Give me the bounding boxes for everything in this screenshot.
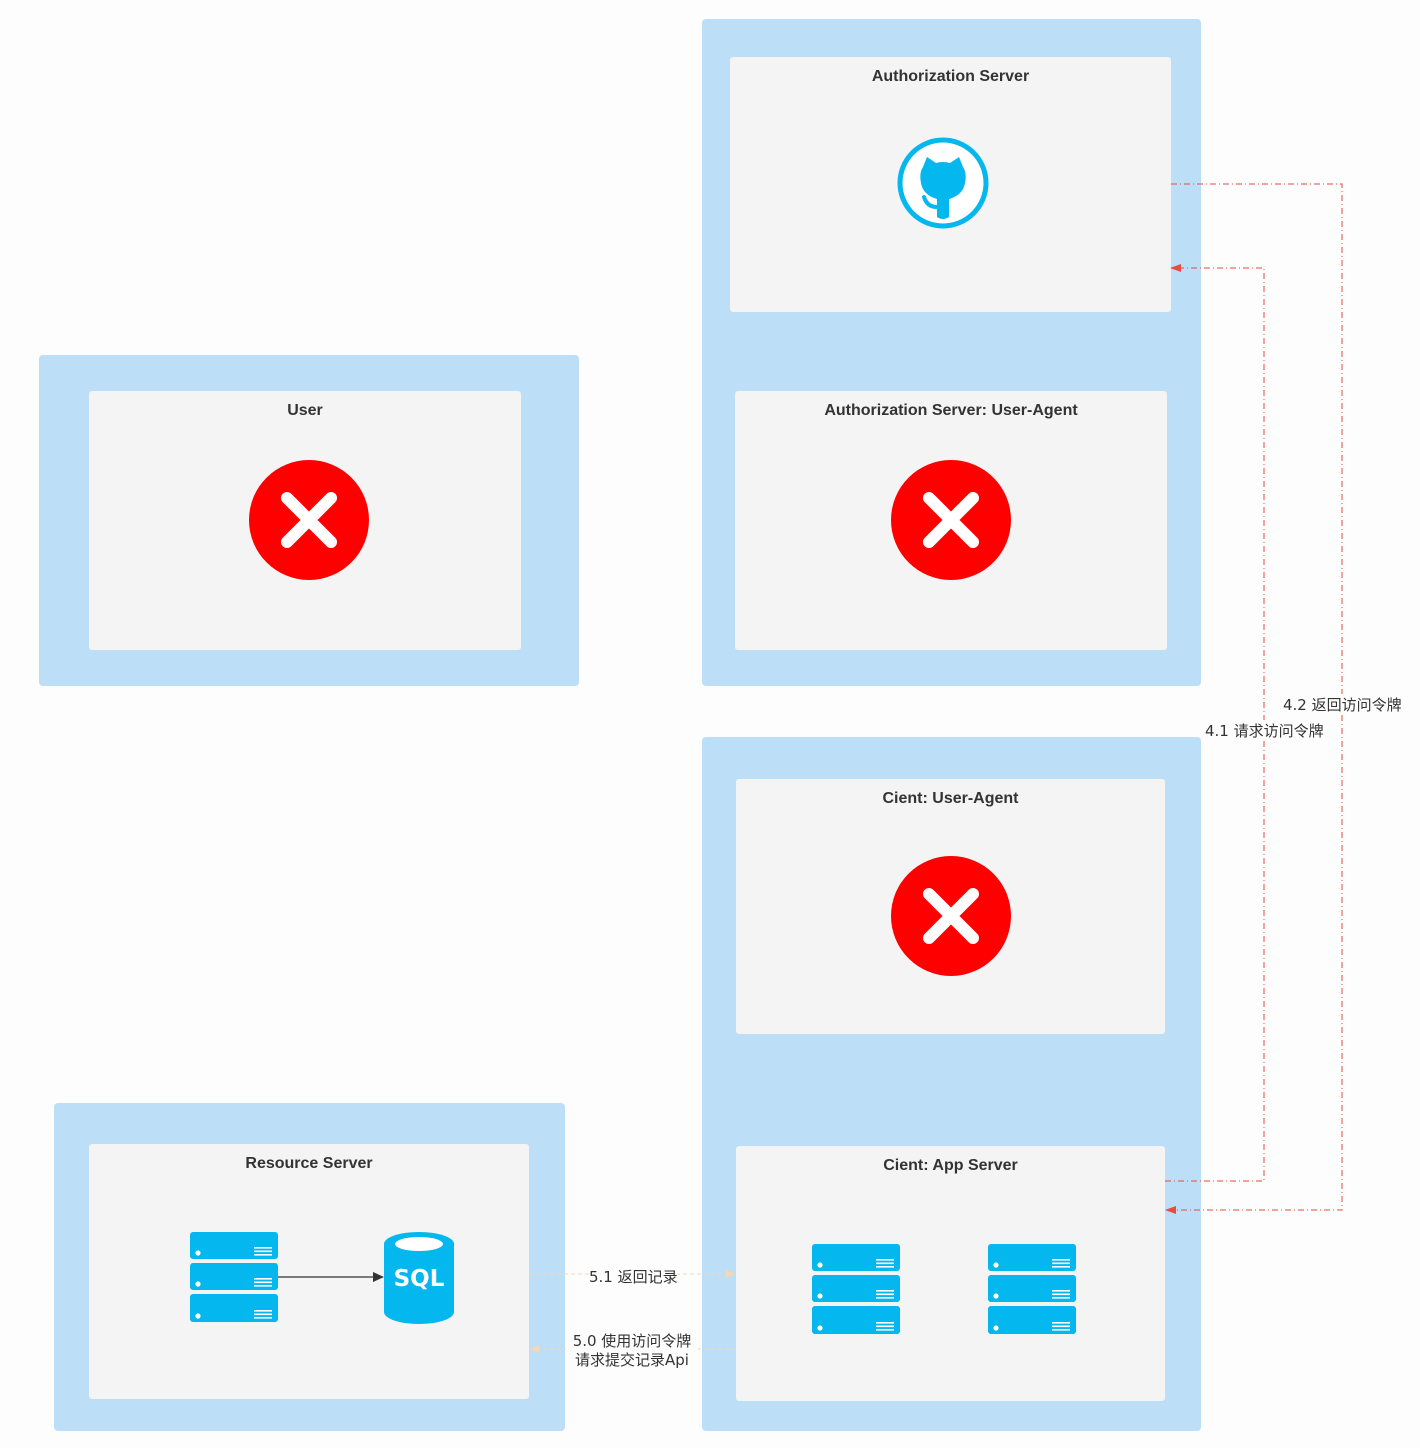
sql-database-icon: SQL (384, 1232, 454, 1324)
edge-5-0-arrowhead (529, 1345, 539, 1353)
authorization-user-agent-panel: Authorization Server: User-Agent (735, 391, 1167, 650)
error-x-icon (249, 460, 369, 580)
arrow-connector (278, 1272, 384, 1282)
server-stack-icon (812, 1244, 900, 1334)
user-title: User (287, 402, 323, 419)
authorization-server-panel: Authorization Server (730, 57, 1171, 312)
edge-4-1-label: 4.1 请求访问令牌 (1205, 720, 1324, 741)
edge-5-0-label: 5.0 使用访问令牌 请求提交记录Api (566, 1332, 698, 1370)
resource-server-panel: Resource Server SQL (89, 1144, 529, 1399)
authorization-server-title: Authorization Server (871, 68, 1030, 85)
github-icon (897, 137, 989, 229)
error-x-icon (891, 856, 1011, 976)
edge-4-1-arrowhead (1170, 264, 1181, 272)
edge-5-1-label: 5.1 返回记录 (589, 1266, 678, 1287)
edge-4-2-arrowhead (1165, 1206, 1176, 1214)
server-stack-icon (190, 1232, 278, 1322)
client-app-server-title: Cient: App Server (883, 1157, 1018, 1174)
client-app-server-panel: Cient: App Server (736, 1146, 1165, 1401)
edge-4-2-label: 4.2 返回访问令牌 (1283, 694, 1402, 715)
edge-5-0-label-line1: 5.0 使用访问令牌 (572, 1332, 692, 1350)
server-stack-icon (988, 1244, 1076, 1334)
resource-server-title: Resource Server (245, 1155, 373, 1172)
user-panel: User (89, 391, 521, 650)
sql-label: SQL (393, 1266, 445, 1292)
client-user-agent-title: Cient: User-Agent (882, 790, 1019, 807)
authorization-user-agent-title: Authorization Server: User-Agent (824, 402, 1078, 419)
client-user-agent-panel: Cient: User-Agent (736, 779, 1165, 1034)
edge-5-1-arrowhead (726, 1270, 736, 1278)
edge-5-0-label-line2: 请求提交记录Api (575, 1351, 689, 1369)
error-x-icon (891, 460, 1011, 580)
